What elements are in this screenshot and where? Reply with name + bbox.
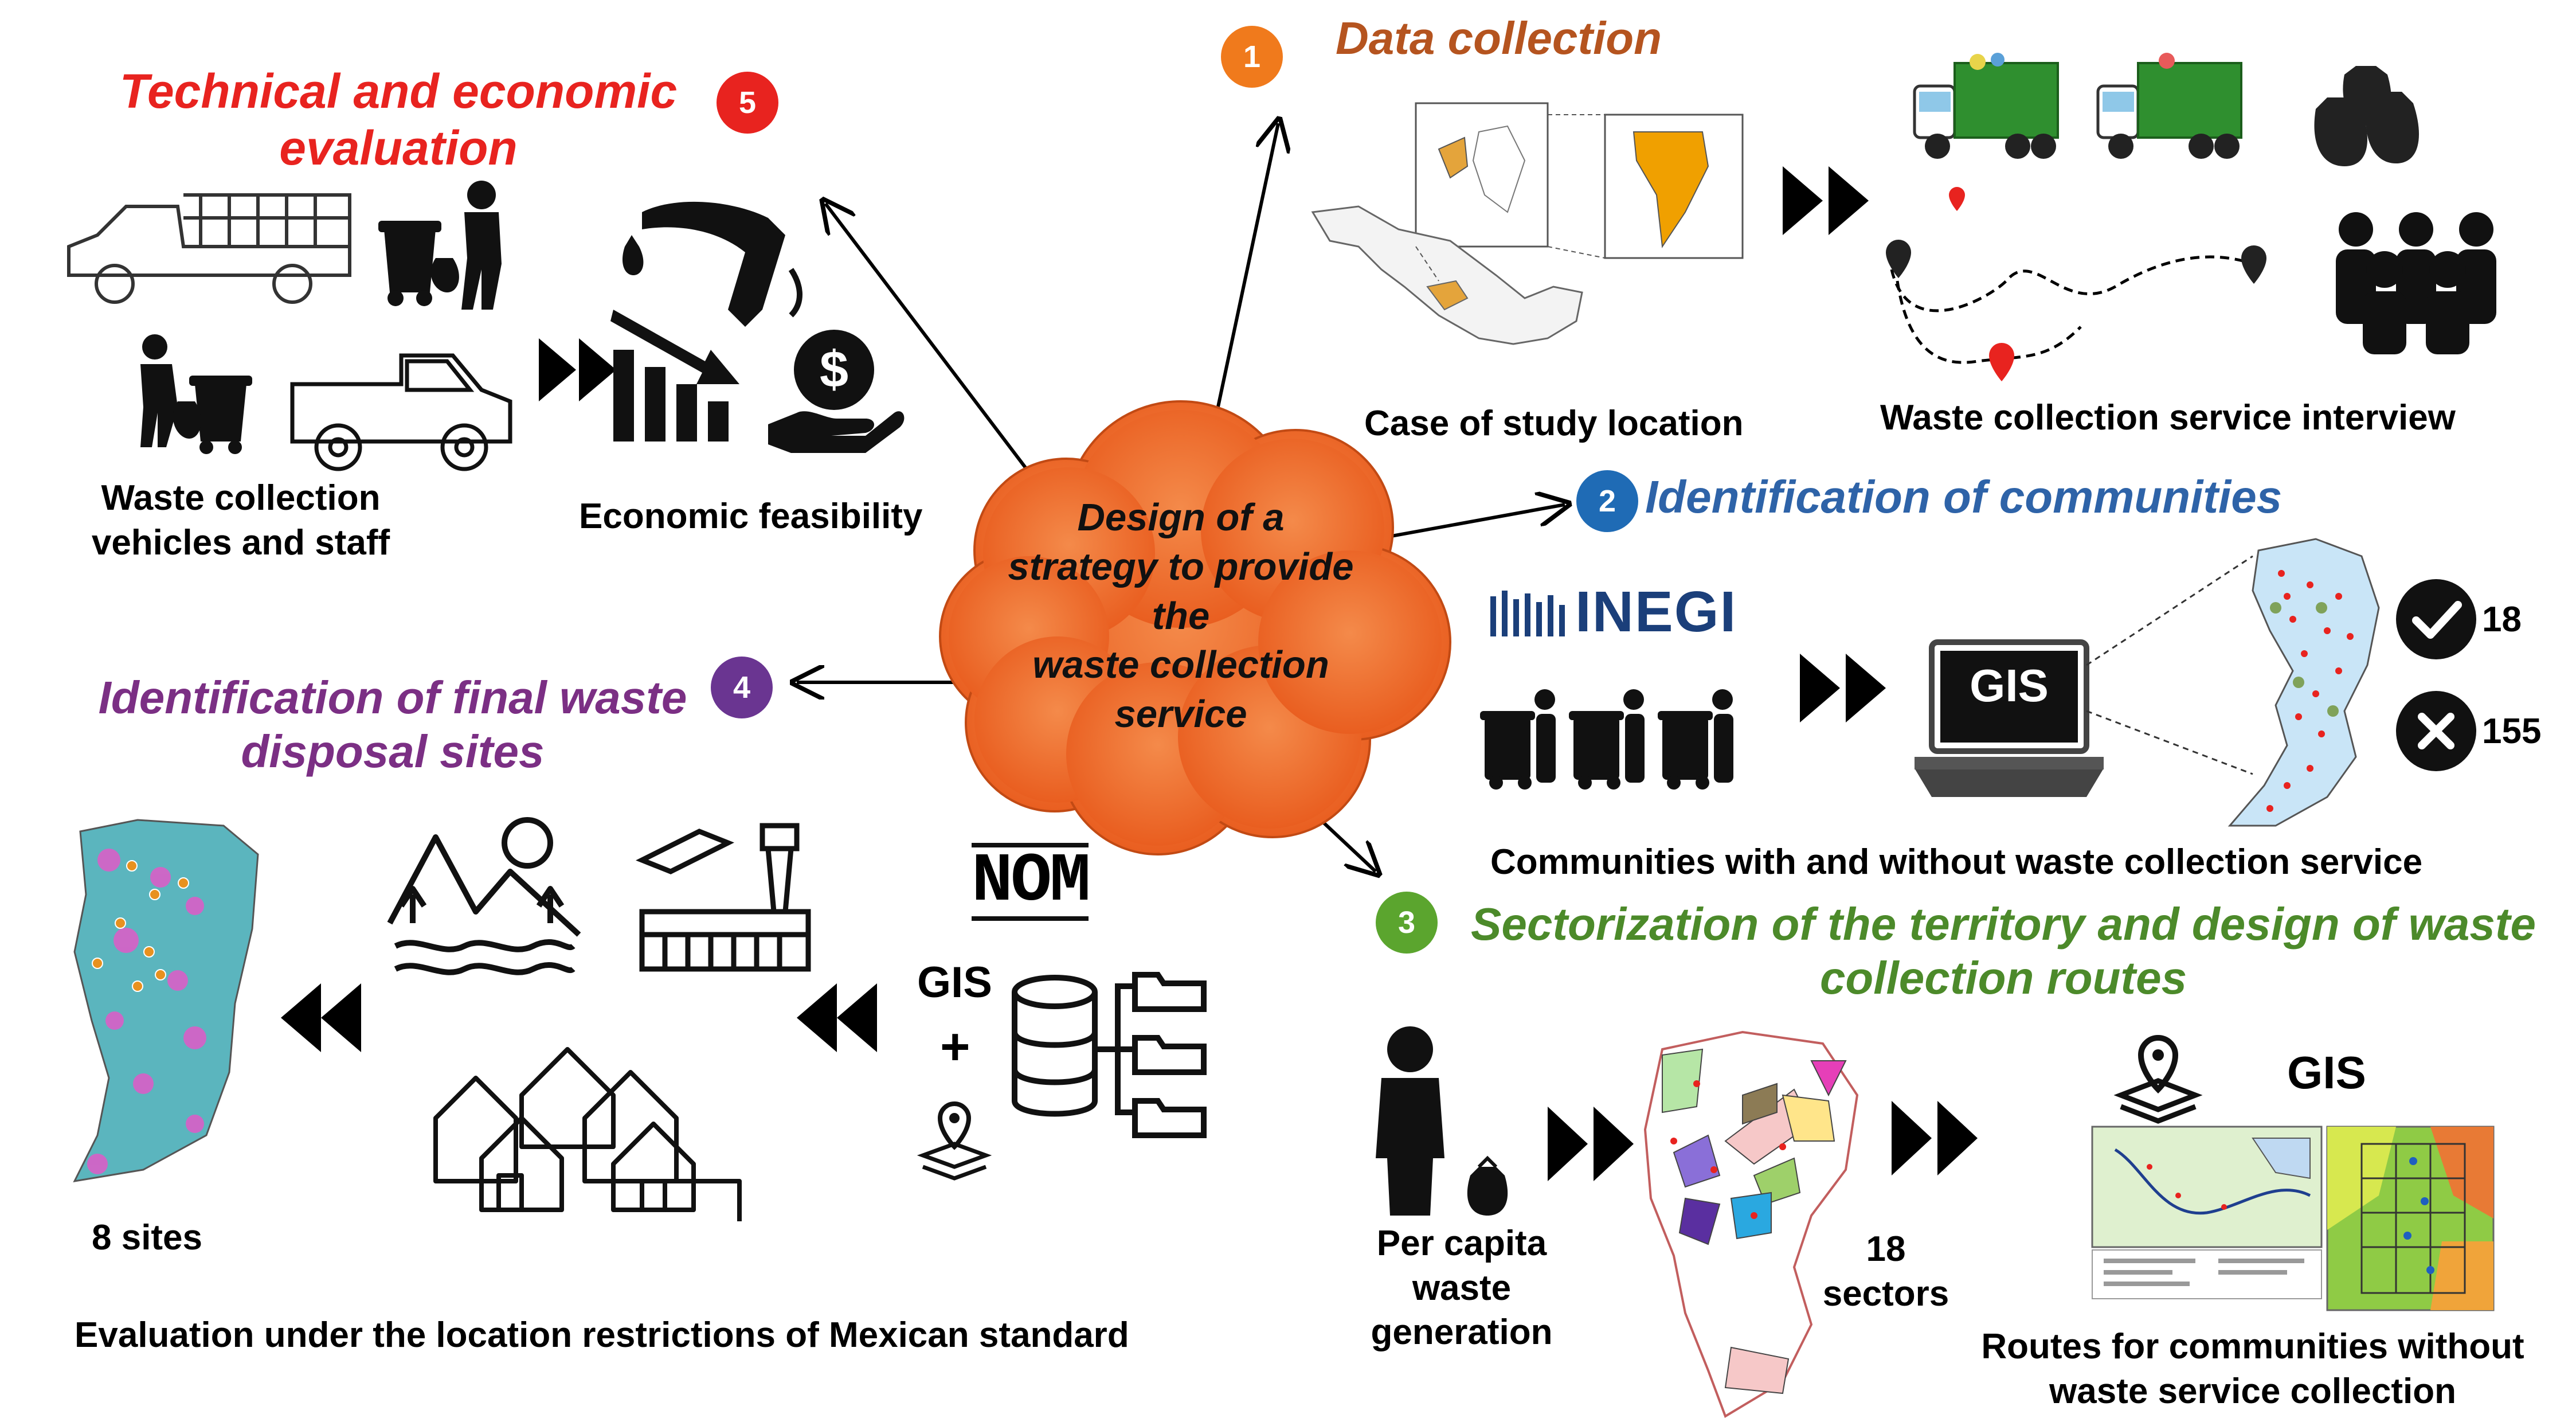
- vehicles-caption-line2: vehicles and staff: [91, 522, 390, 562]
- arrow-to-step1: [1208, 123, 1278, 448]
- step5-title: Technical and economic evaluation: [115, 63, 682, 177]
- double-arrow-icon-4: [1892, 1101, 1978, 1175]
- per-capita-line2: waste: [1412, 1268, 1512, 1308]
- routes-caption-line1: Routes for communities without: [1981, 1327, 2524, 1366]
- person-icon: [1376, 1026, 1444, 1216]
- vehicles-caption: Waste collection vehicles and staff: [75, 476, 407, 565]
- plus-label: +: [940, 1018, 970, 1076]
- step3-title-line2: collection routes: [1819, 952, 2187, 1004]
- center-title: Design of a strategy to provide the wast…: [974, 493, 1387, 739]
- routes-map-small-icon: [2091, 1126, 2323, 1299]
- sites-caption: 8 sites: [92, 1218, 203, 1257]
- without-service-count: 155: [2482, 712, 2542, 751]
- double-arrow-icon: [1783, 166, 1869, 235]
- pickup-truck-stakes-icon: [67, 193, 351, 304]
- cross-circle-icon: [2396, 691, 2476, 771]
- arrow-to-step2: [1375, 505, 1565, 541]
- inegi-logo-text: INEGI: [1575, 580, 1737, 644]
- routes-map-detail-icon: [2326, 1126, 2495, 1311]
- trash-bag-icon: [1467, 1155, 1508, 1216]
- step3-title: Sectorization of the territory and desig…: [1444, 897, 2562, 1006]
- per-capita-line1: Per capita: [1376, 1224, 1547, 1263]
- step2-badge: 2: [1576, 470, 1638, 532]
- center-line-2: strategy to provide: [1008, 545, 1354, 588]
- decreasing-chart-icon: [610, 310, 739, 442]
- center-line-3: the: [1152, 594, 1210, 638]
- gis-label-step4: GIS: [917, 958, 992, 1007]
- worker-bin-icon: [378, 181, 502, 310]
- pickup-truck-icon: [290, 353, 512, 471]
- double-arrow-left-icon-2: [797, 983, 877, 1052]
- arrow-to-step5: [825, 204, 1033, 477]
- step4-title: Identification of final waste disposal s…: [63, 671, 722, 779]
- svg-text:$: $: [820, 341, 848, 399]
- center-line-5: service: [1114, 693, 1247, 736]
- airport-icon: [636, 823, 811, 972]
- step3-badge: 3: [1376, 892, 1438, 954]
- double-arrow-icon-3: [1548, 1107, 1634, 1181]
- mexico-map-icon: [1311, 102, 1744, 345]
- double-arrow-icon-2: [1800, 654, 1886, 722]
- map-layers-pin-icon: [2113, 1035, 2203, 1124]
- money-hand-icon: $: [768, 330, 905, 453]
- check-circle-icon: [2396, 579, 2476, 659]
- worker-bin-icon-2: [140, 334, 252, 454]
- fuel-nozzle-icon: [622, 201, 802, 327]
- mountains-lake-icon: [387, 817, 581, 975]
- sectors-label: sectors: [1822, 1273, 1949, 1314]
- garbage-bags-icon: [2314, 66, 2419, 166]
- laptop-icon: [1915, 639, 2104, 797]
- sectors-map-icon: [1643, 1030, 1859, 1418]
- houses-icon: [433, 1047, 742, 1221]
- people-group-icon: [2336, 212, 2496, 354]
- economic-caption: Economic feasibility: [579, 497, 923, 536]
- step4-title-line2: disposal sites: [241, 726, 545, 778]
- disposal-sites-map-icon: [73, 819, 259, 1182]
- database-folders-icon: [1012, 972, 1207, 1138]
- step2-caption: Communities with and without waste colle…: [1490, 842, 2423, 882]
- vehicles-caption-line1: Waste collection: [101, 478, 381, 518]
- evaluation-caption: Evaluation under the location restrictio…: [75, 1315, 1129, 1355]
- double-arrow-left-icon: [281, 983, 361, 1052]
- step1-caption-location: Case of study location: [1364, 404, 1744, 443]
- step3-title-line1: Sectorization of the territory and desig…: [1470, 898, 2536, 950]
- sectors-count: 18: [1866, 1229, 1906, 1269]
- step2-title: Identification of communities: [1645, 471, 2283, 522]
- routes-gis-label: GIS: [2287, 1047, 2366, 1098]
- routes-caption: Routes for communities without waste ser…: [1937, 1325, 2568, 1413]
- laptop-gis-label: GIS: [1970, 660, 2049, 711]
- garbage-truck-icon: [1913, 53, 2242, 159]
- per-capita-line3: generation: [1371, 1312, 1553, 1352]
- step5-title-line2: evaluation: [279, 121, 518, 175]
- inegi-logo-icon: [1490, 591, 1565, 636]
- routes-caption-line2: waste service collection: [2049, 1371, 2456, 1411]
- nom-label: NOM: [972, 843, 1091, 921]
- sectors-caption: 18 sectors: [1817, 1227, 1955, 1316]
- dashed-zoom-lines: [2086, 555, 2253, 775]
- center-line-1: Design of a: [1077, 496, 1285, 539]
- per-capita-caption: Per capita waste generation: [1341, 1221, 1582, 1355]
- step5-badge: 5: [717, 72, 778, 134]
- communities-map-icon: [2227, 538, 2380, 827]
- map-pin-layers-icon: [917, 1101, 992, 1181]
- step1-badge: 1: [1221, 26, 1283, 88]
- double-arrow-icon-5: [539, 338, 616, 401]
- step5-title-line1: Technical and economic: [119, 64, 678, 118]
- step4-title-line1: Identification of final waste: [98, 672, 687, 723]
- step4-badge: 4: [711, 657, 773, 718]
- people-bins-icon: [1480, 689, 1733, 790]
- step1-caption-interview: Waste collection service interview: [1880, 398, 2456, 437]
- route-map-icon: [1886, 187, 2266, 381]
- step1-title: Data collection: [1336, 13, 1662, 64]
- with-service-count: 18: [2482, 600, 2522, 639]
- center-line-4: waste collection: [1032, 643, 1329, 687]
